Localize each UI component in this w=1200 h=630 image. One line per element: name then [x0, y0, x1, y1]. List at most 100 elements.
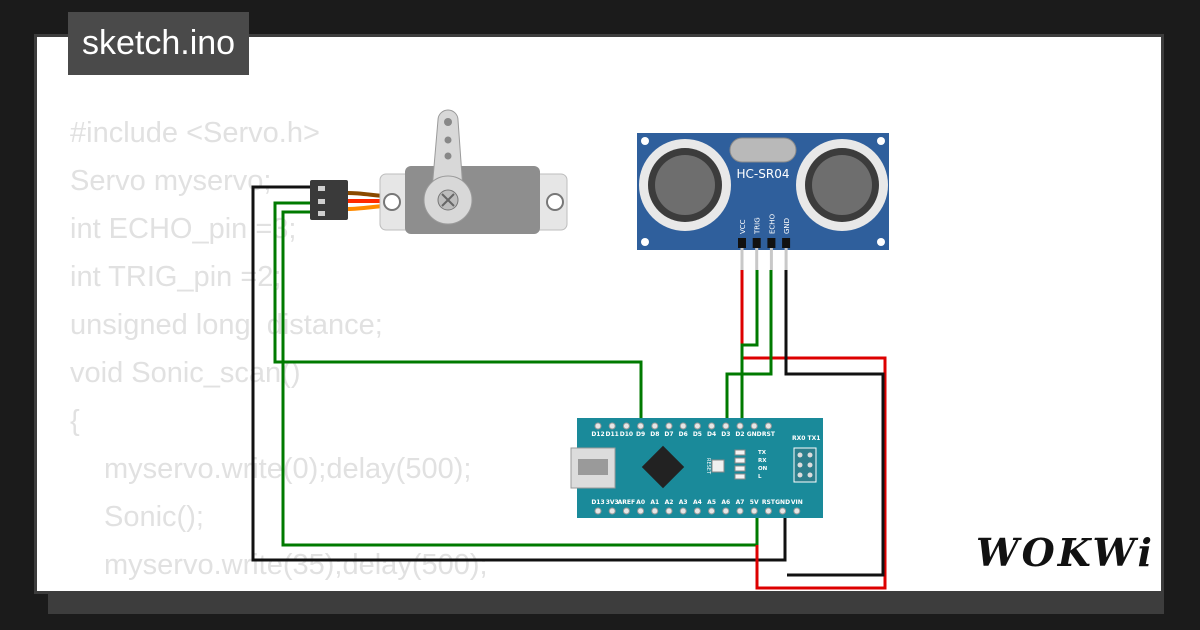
wire-sensor-gnd — [784, 270, 885, 577]
code-line: myservo.write(35);delay(500); — [104, 549, 488, 581]
nano-pin-label: A5 — [707, 499, 716, 506]
nano-pin[interactable] — [594, 422, 602, 430]
nano-pin[interactable] — [708, 507, 716, 515]
nano-pin[interactable] — [665, 422, 673, 430]
nano-pin[interactable] — [622, 507, 630, 515]
sensor-pin-label: GND — [783, 218, 791, 234]
nano-pin[interactable] — [722, 422, 730, 430]
nano-pin-label: D2 — [735, 431, 744, 438]
wire-sensor-echo — [725, 270, 773, 426]
code-line: Servo myservo; — [70, 165, 272, 197]
nano-pin[interactable] — [608, 422, 616, 430]
wires — [251, 185, 887, 590]
wire-sensor-trig — [740, 270, 759, 426]
nano-pin[interactable] — [651, 422, 659, 430]
nano-pin-label: D13 — [591, 499, 604, 506]
nano-pin[interactable] — [608, 507, 616, 515]
nano-pin-label: A4 — [693, 499, 702, 506]
nano-pin-label: A7 — [736, 499, 745, 506]
nano-pin[interactable] — [764, 422, 772, 430]
servo-motor — [310, 109, 568, 234]
sensor-pin-label: TRIG — [754, 217, 762, 235]
nano-pin-label: AREF — [618, 499, 635, 506]
sensor-pin-header — [738, 238, 746, 248]
nano-pin[interactable] — [679, 422, 687, 430]
wire-servo-gnd — [251, 185, 787, 562]
servo-connector — [310, 180, 348, 220]
code-listing: #include <Servo.h>Servo myservo;int ECHO… — [70, 109, 488, 591]
sensor-pin-leg — [740, 248, 744, 270]
nano-pin-label: RST — [762, 499, 776, 506]
nano-pin[interactable] — [693, 507, 701, 515]
nano-pin-label: D11 — [606, 431, 619, 438]
nano-leds: TX RX ON L — [734, 449, 768, 480]
nano-pin[interactable] — [622, 422, 630, 430]
nano-pin-label: A3 — [679, 499, 688, 506]
nano-pin[interactable] — [736, 422, 744, 430]
nano-pin-label: A0 — [636, 499, 645, 506]
sensor-pins: VCC TRIG ECHO GND — [738, 213, 791, 270]
nano-led-label: TX — [758, 450, 767, 456]
nano-led-label: L — [758, 474, 762, 480]
nano-led-label: RX — [758, 458, 767, 464]
wire-sensor-vcc — [740, 270, 887, 590]
nano-pin-label: RST — [762, 431, 776, 438]
nano-pin[interactable] — [637, 422, 645, 430]
code-line: myservo.write(0);delay(500); — [104, 453, 472, 485]
nano-pin[interactable] — [651, 507, 659, 515]
nano-pin-label: D12 — [591, 431, 604, 438]
nano-pin[interactable] — [736, 507, 744, 515]
nano-led-label: ON — [758, 466, 768, 472]
icsp-header — [793, 447, 817, 483]
nano-pin[interactable] — [750, 507, 758, 515]
sensor-label: HC-SR04 — [737, 167, 790, 181]
nano-pin[interactable] — [594, 507, 602, 515]
nano-pin-label: D7 — [664, 431, 673, 438]
reset-button[interactable] — [711, 459, 725, 473]
sensor-pin-leg — [755, 248, 759, 270]
nano-pin-label: GND — [775, 499, 790, 506]
diagram-canvas: #include <Servo.h>Servo myservo;int ECHO… — [34, 34, 1164, 594]
nano-pin[interactable] — [708, 422, 716, 430]
code-line: unsigned long distance; — [70, 309, 383, 341]
nano-pin-label: D5 — [693, 431, 702, 438]
nano-pin[interactable] — [722, 507, 730, 515]
nano-pin-label: D10 — [620, 431, 633, 438]
nano-pin[interactable] — [679, 507, 687, 515]
nano-pin[interactable] — [793, 507, 801, 515]
sensor-pin-header — [782, 238, 791, 248]
nano-pin[interactable] — [665, 507, 673, 515]
nano-pin-label: 5V — [750, 499, 759, 506]
code-line: { — [70, 405, 80, 437]
wire-servo-power — [281, 210, 759, 547]
wokwi-logo: WOKWi — [976, 530, 1155, 575]
nano-pin-label: D4 — [707, 431, 716, 438]
nano-pin[interactable] — [693, 422, 701, 430]
nano-pin[interactable] — [779, 507, 787, 515]
nano-pin-label: 3V3 — [606, 499, 619, 506]
nano-led — [734, 449, 746, 456]
nano-pin[interactable] — [750, 422, 758, 430]
nano-pin-label: D8 — [650, 431, 659, 438]
servo-horn — [431, 109, 464, 191]
nano-pin-label: A1 — [650, 499, 659, 506]
nano-board — [577, 418, 823, 518]
sensor-pin-header — [767, 238, 776, 248]
nano-pin[interactable] — [637, 507, 645, 515]
nano-pin-label: D6 — [679, 431, 688, 438]
ultrasonic-sensor: HC-SR04 VCC TRIG ECHO GND — [637, 133, 889, 270]
nano-led — [734, 465, 746, 472]
nano-pin-label: A2 — [665, 499, 674, 506]
sensor-pin-label: ECHO — [768, 213, 776, 234]
nano-led — [734, 457, 746, 464]
code-line: #include <Servo.h> — [70, 117, 320, 149]
reset-label: RESET — [705, 458, 711, 475]
nano-pin[interactable] — [764, 507, 772, 515]
code-line: Sonic(); — [104, 501, 204, 533]
sensor-pin-label: VCC — [739, 219, 747, 234]
nano-pin-label: VIN — [791, 499, 803, 506]
